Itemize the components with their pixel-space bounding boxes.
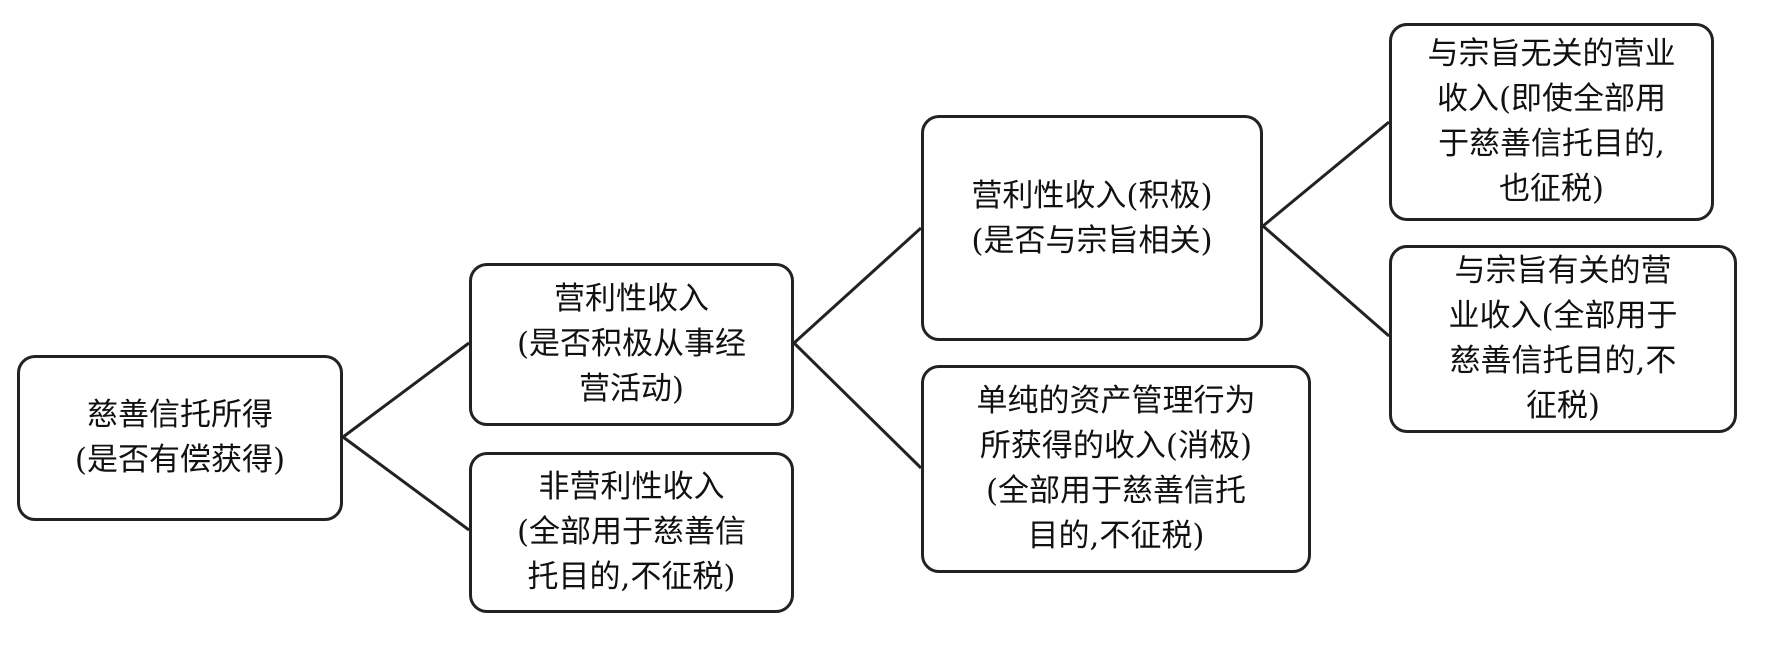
node-text-line: (全部用于慈善信托 xyxy=(985,473,1247,509)
node-text-line: 征税) xyxy=(1525,388,1601,424)
node-profit-income: 营利性收入 (是否积极从事经 营活动) xyxy=(469,263,794,426)
node-text-line: 与宗旨有关的营 xyxy=(1454,253,1672,289)
node-text-line: 与宗旨无关的营业 xyxy=(1427,36,1676,72)
node-text-line: (是否有偿获得) xyxy=(74,442,286,478)
node-text-line: (全部用于慈善信 xyxy=(516,514,747,550)
node-text-line: 收入(即使全部用 xyxy=(1436,81,1667,117)
node-unrelated-business-income: 与宗旨无关的营业 收入(即使全部用 于慈善信托目的, 也征税) xyxy=(1389,23,1714,221)
node-text-line: 营利性收入(积极) xyxy=(971,178,1213,214)
node-text-line: 营活动) xyxy=(578,371,685,407)
node-text-line: 营利性收入 xyxy=(554,281,709,317)
link-profit-to-active xyxy=(792,226,923,345)
node-text-line: 目的,不征税) xyxy=(1027,518,1205,554)
link-root-to-nonprofit xyxy=(342,435,470,532)
node-text-line: 非营利性收入 xyxy=(538,469,725,505)
node-nonprofit-income: 非营利性收入 (全部用于慈善信 托目的,不征税) xyxy=(469,452,794,613)
node-text-line: (是否与宗旨相关) xyxy=(971,223,1213,259)
node-text-line: 慈善信托所得 xyxy=(87,397,273,433)
node-text-line: 单纯的资产管理行为 xyxy=(976,383,1256,419)
link-profit-to-passive xyxy=(792,341,923,470)
node-text-line: 慈善信托目的,不 xyxy=(1449,343,1677,379)
node-text-line: 于慈善信托目的, xyxy=(1438,126,1665,162)
node-text-line: 也征税) xyxy=(1498,171,1605,207)
node-charitable-trust-income: 慈善信托所得 (是否有偿获得) xyxy=(17,355,343,521)
node-text-line: (是否积极从事经 xyxy=(516,326,747,362)
node-text-line: 业收入(全部用于 xyxy=(1448,298,1678,334)
node-passive-asset-income: 单纯的资产管理行为 所获得的收入(消极) (全部用于慈善信托 目的,不征税) xyxy=(921,365,1311,573)
node-related-business-income: 与宗旨有关的营 业收入(全部用于 慈善信托目的,不 征税) xyxy=(1389,245,1737,433)
link-root-to-profit xyxy=(342,341,470,439)
link-active-to-related xyxy=(1262,224,1390,338)
node-active-profit-income: 营利性收入(积极) (是否与宗旨相关) xyxy=(921,115,1263,341)
node-text-line: 所获得的收入(消极) xyxy=(979,428,1253,464)
node-text-line: 托目的,不征税) xyxy=(527,559,736,595)
link-active-to-unrelated xyxy=(1262,120,1390,228)
